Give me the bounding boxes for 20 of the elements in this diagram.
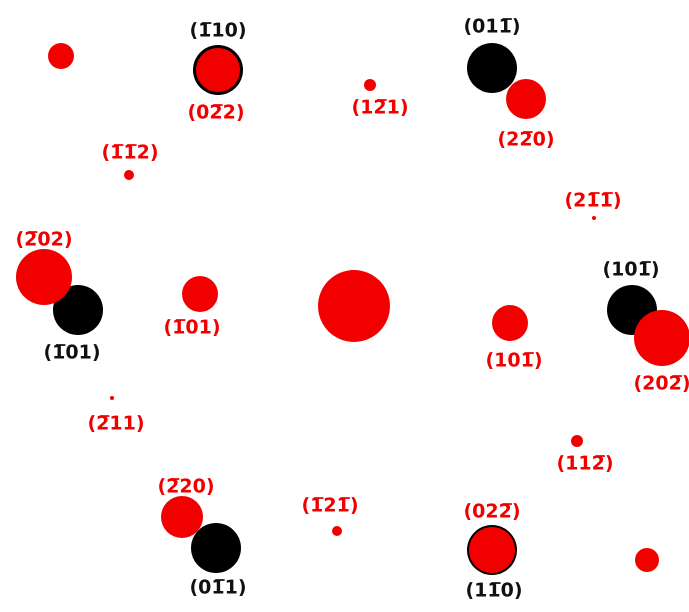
miller-index-label: (1̅01) — [163, 316, 221, 340]
miller-index-label: (101̅) — [602, 258, 660, 282]
miller-index-label: (22̅0) — [497, 128, 555, 152]
miller-index-label: (011̅) — [463, 14, 521, 40]
miller-index-label: (01̅1) — [189, 576, 247, 600]
miller-index-label: (1̅10) — [189, 18, 247, 44]
miller-index-label: (101̅) — [485, 348, 543, 374]
miller-index-label: (022̅) — [463, 500, 521, 524]
miller-index-label: (12̅1) — [351, 96, 409, 120]
miller-index-label: (02̅2) — [187, 100, 245, 126]
miller-index-label: (2̅11) — [87, 412, 145, 436]
miller-index-label: (2̅02) — [15, 228, 73, 252]
miller-index-label: (202̅) — [633, 372, 689, 396]
miller-index-label: (2̅20) — [157, 474, 215, 500]
miller-index-label: (11̅0) — [465, 578, 523, 604]
miller-index-label: (21̅1̅) — [564, 188, 622, 214]
miller-index-label: (112̅) — [556, 452, 614, 476]
miller-index-label: (1̅1̅2) — [101, 140, 159, 166]
miller-index-label: (1̅01) — [43, 340, 101, 366]
miller-index-label: (1̅21̅) — [301, 494, 359, 518]
